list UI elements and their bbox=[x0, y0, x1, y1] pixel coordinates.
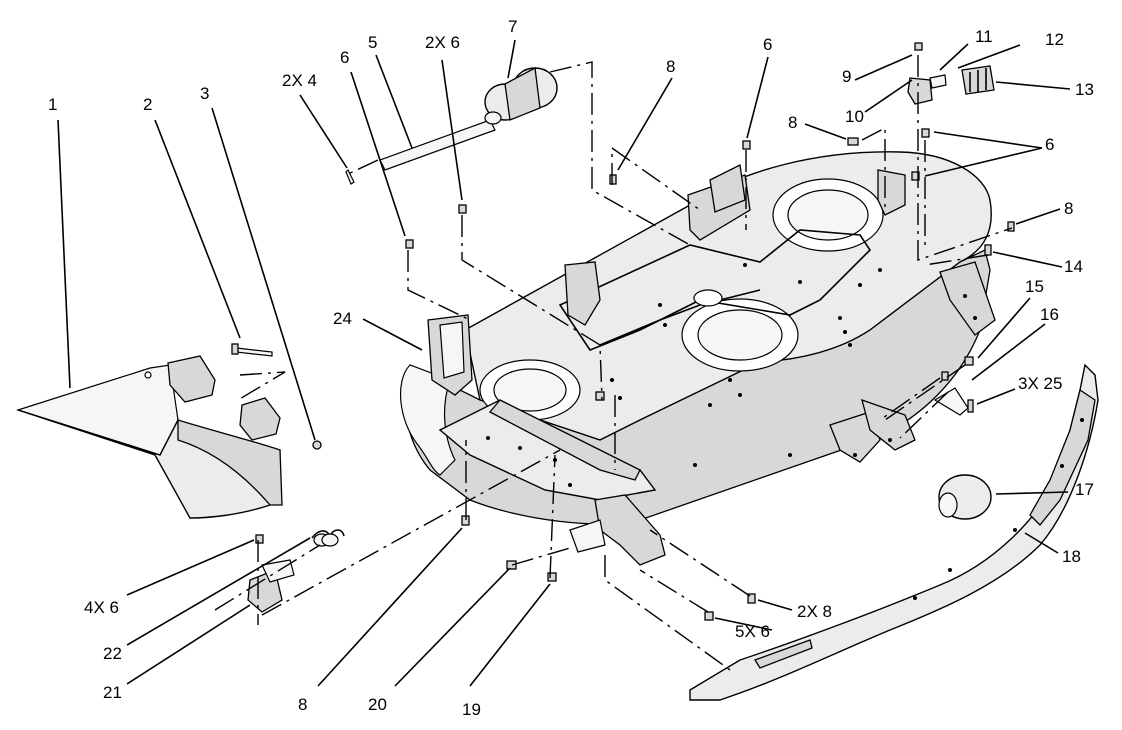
hardware-fasteners bbox=[231, 42, 1015, 621]
callout-18: 18 bbox=[1062, 547, 1081, 566]
discharge-deflector bbox=[16, 355, 283, 519]
callout-labels: 1 2 3 2X 4 6 5 2X 6 7 8 6 9 11 12 13 10 … bbox=[48, 17, 1094, 719]
front-bumper-rail bbox=[689, 363, 1099, 701]
callout-6-left: 6 bbox=[340, 48, 349, 67]
callout-16: 16 bbox=[1040, 305, 1059, 324]
assembly-lines bbox=[214, 55, 1013, 671]
callout-20: 20 bbox=[368, 695, 387, 714]
callout-22: 22 bbox=[103, 644, 122, 663]
callout-10: 10 bbox=[845, 107, 864, 126]
callout-8-top: 8 bbox=[666, 57, 675, 76]
anti-scalp-roller-assembly bbox=[379, 66, 558, 171]
callout-24: 24 bbox=[333, 309, 352, 328]
callout-13: 13 bbox=[1075, 80, 1094, 99]
leader-lines bbox=[57, 39, 1071, 687]
callout-17: 17 bbox=[1075, 480, 1094, 499]
callout-3: 3 bbox=[200, 84, 209, 103]
callout-1: 1 bbox=[48, 95, 57, 114]
mower-deck bbox=[399, 151, 996, 566]
callout-7: 7 bbox=[508, 17, 517, 36]
callout-8-right: 8 bbox=[1064, 199, 1073, 218]
callout-2x4: 2X 4 bbox=[282, 71, 317, 90]
callout-19: 19 bbox=[462, 700, 481, 719]
callout-3x25: 3X 25 bbox=[1018, 374, 1062, 393]
callout-5: 5 bbox=[368, 33, 377, 52]
callout-4x6: 4X 6 bbox=[84, 598, 119, 617]
callout-8-bottom: 8 bbox=[298, 695, 307, 714]
deck-holes bbox=[610, 263, 882, 467]
callout-5x6: 5X 6 bbox=[735, 622, 770, 641]
callout-2x8: 2X 8 bbox=[797, 602, 832, 621]
callout-8-mid: 8 bbox=[788, 113, 797, 132]
callout-6-mid: 6 bbox=[763, 35, 772, 54]
callout-12: 12 bbox=[1045, 30, 1064, 49]
callout-21: 21 bbox=[103, 683, 122, 702]
callout-14: 14 bbox=[1064, 257, 1083, 276]
callout-2x6: 2X 6 bbox=[425, 33, 460, 52]
callout-6-right: 6 bbox=[1045, 135, 1054, 154]
callout-11: 11 bbox=[975, 27, 993, 46]
deck-roller bbox=[938, 474, 992, 520]
callout-2: 2 bbox=[143, 95, 152, 114]
callout-9: 9 bbox=[842, 67, 851, 86]
callout-15: 15 bbox=[1025, 277, 1044, 296]
